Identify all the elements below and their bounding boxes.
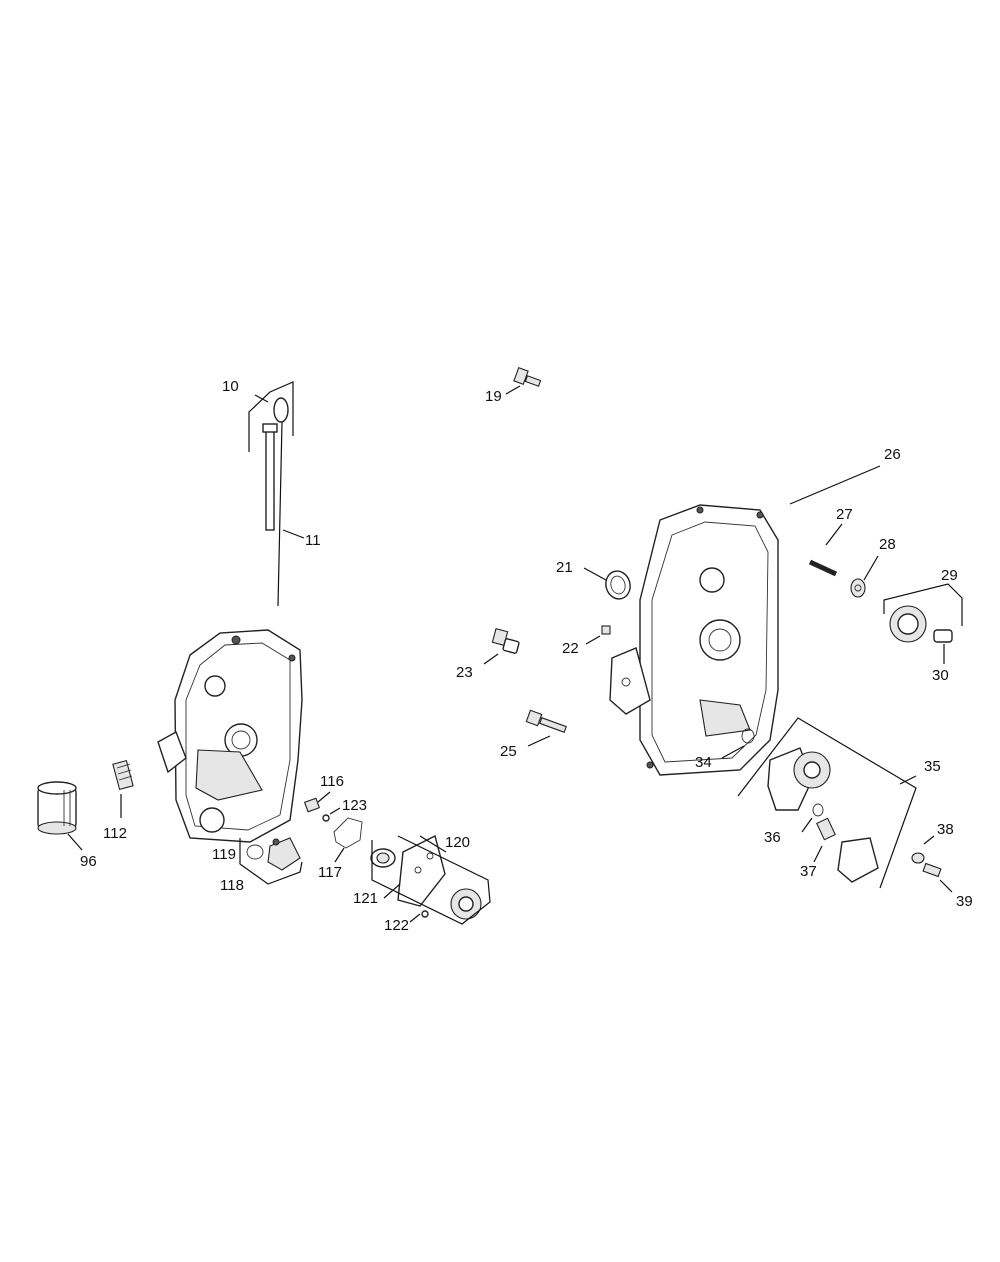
plug-22 bbox=[585, 625, 611, 645]
o-ring-34 bbox=[721, 728, 755, 759]
part-number-10: 10 bbox=[222, 378, 239, 395]
part-number-29: 29 bbox=[941, 567, 958, 584]
part-number-28: 28 bbox=[879, 536, 896, 553]
dipstick-assembly bbox=[248, 381, 305, 607]
relief-valve-parts bbox=[303, 791, 341, 822]
part-number-118: 118 bbox=[220, 877, 244, 894]
pump-body bbox=[837, 837, 879, 883]
dipstick-tube bbox=[265, 427, 275, 531]
part-number-30: 30 bbox=[932, 667, 949, 684]
washer-28 bbox=[850, 555, 879, 598]
part-number-26: 26 bbox=[884, 446, 901, 463]
part-number-37: 37 bbox=[800, 863, 817, 880]
part-number-39: 39 bbox=[956, 893, 973, 910]
part-number-19: 19 bbox=[485, 388, 502, 405]
o-ring-119 bbox=[246, 844, 264, 860]
part-number-112: 112 bbox=[103, 825, 127, 842]
part-number-22: 22 bbox=[562, 640, 579, 657]
part-number-35: 35 bbox=[924, 758, 941, 775]
part-number-21: 21 bbox=[556, 559, 573, 576]
part-number-116: 116 bbox=[320, 773, 344, 790]
part-number-25: 25 bbox=[500, 743, 517, 760]
oil-pump-cover-left bbox=[157, 730, 187, 774]
part-number-11: 11 bbox=[305, 532, 321, 549]
dipstick-handle bbox=[273, 397, 289, 423]
o-ring-36 bbox=[812, 803, 824, 817]
part-number-38: 38 bbox=[937, 821, 954, 838]
screw-25 bbox=[525, 709, 567, 747]
screw-19 bbox=[505, 367, 542, 395]
part-number-123: 123 bbox=[342, 797, 367, 814]
pin-27 bbox=[808, 523, 843, 577]
oil-pickup-assembly bbox=[239, 837, 303, 885]
oil-filter bbox=[37, 781, 83, 851]
dipstick-rod bbox=[277, 421, 283, 607]
part-number-36: 36 bbox=[764, 829, 781, 846]
relief-valve-37 bbox=[816, 817, 836, 841]
oil-pickup bbox=[267, 837, 301, 871]
part-number-120: 120 bbox=[445, 834, 470, 851]
part-number-96: 96 bbox=[80, 853, 97, 870]
oil-filter-nipple bbox=[112, 759, 134, 818]
relief-ball bbox=[322, 814, 330, 822]
relief-spring bbox=[303, 797, 321, 813]
part-number-121: 121 bbox=[353, 890, 378, 907]
closure-plate-left bbox=[157, 629, 303, 843]
part-number-34: 34 bbox=[695, 754, 712, 771]
part-number-27: 27 bbox=[836, 506, 853, 523]
screw-39 bbox=[922, 862, 942, 878]
washer-38 bbox=[911, 852, 925, 864]
drain-plug bbox=[483, 628, 520, 665]
part-number-23: 23 bbox=[456, 664, 473, 681]
pump-screw bbox=[421, 910, 429, 918]
part-number-122: 122 bbox=[384, 917, 409, 934]
gasket-117 bbox=[333, 817, 363, 863]
part-number-119: 119 bbox=[212, 846, 236, 863]
closure-plate-right bbox=[609, 465, 881, 776]
part-number-117: 117 bbox=[318, 864, 342, 881]
oil-pump-assembly bbox=[370, 834, 491, 925]
governor-shaft bbox=[933, 629, 953, 643]
governor-gear-assembly bbox=[883, 583, 963, 664]
oil-seal bbox=[583, 567, 631, 600]
oil-pump-right-assembly bbox=[737, 717, 953, 893]
